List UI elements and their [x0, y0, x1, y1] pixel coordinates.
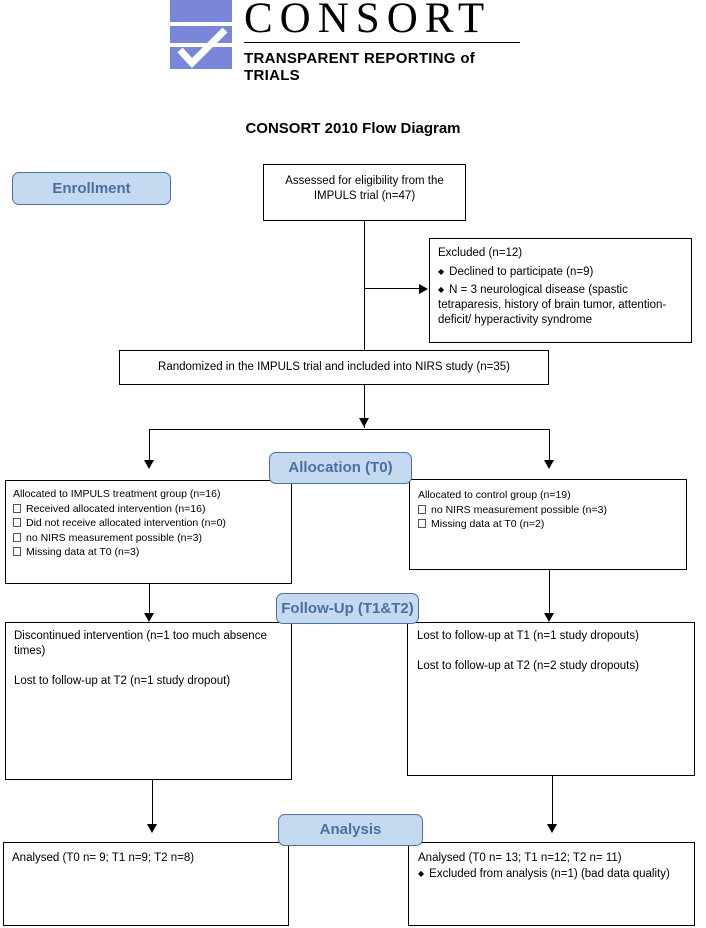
followup-left-box: Discontinued intervention (n=1 too much …	[5, 622, 292, 780]
connector-left-to-analysis	[152, 780, 153, 825]
connector-split-right	[549, 429, 550, 460]
arrow-split-right	[544, 460, 554, 469]
consort-logo-mark	[170, 0, 232, 69]
arrow-randomized-down	[359, 418, 369, 427]
stage-allocation: Allocation (T0)	[269, 452, 412, 484]
allocation-left-box: Allocated to IMPULS treatment group (n=1…	[5, 480, 292, 584]
allocation-right-item: no NIRS measurement possible (n=3)	[418, 503, 678, 518]
consort-logo: CONSORT TRANSPARENT REPORTING of TRIALS	[170, 0, 530, 84]
excluded-title: Excluded (n=12)	[438, 247, 523, 259]
connector-assessed-randomized	[364, 221, 365, 350]
followup-right-box: Lost to follow-up at T1 (n=1 study dropo…	[407, 622, 695, 776]
allocation-left-item: Missing data at T0 (n=3)	[13, 545, 284, 560]
followup-right-item: Lost to follow-up at T2 (n=2 study dropo…	[417, 660, 639, 672]
connector-left-to-followup	[149, 584, 150, 614]
logo-divider	[244, 42, 520, 43]
arrow-right-to-followup	[544, 613, 554, 622]
followup-left-item: Lost to follow-up at T2 (n=1 study dropo…	[14, 675, 231, 687]
diagram-title: CONSORT 2010 Flow Diagram	[245, 120, 461, 137]
allocation-left-item: Did not receive allocated intervention (…	[13, 516, 284, 531]
allocation-right-title: Allocated to control group (n=19)	[418, 489, 571, 501]
analysis-right-title: Analysed (T0 n= 13; T1 n=12; T2 n= 11)	[418, 852, 622, 864]
stage-enrollment: Enrollment	[12, 172, 171, 205]
logo-title: CONSORT	[244, 0, 492, 42]
randomized-box: Randomized in the IMPULS trial and inclu…	[119, 350, 549, 385]
connector-to-excluded	[364, 288, 420, 289]
analysis-left-box: Analysed (T0 n= 9; T1 n=9; T2 n=8)	[3, 842, 289, 926]
excluded-item: ◆N = 3 neurological disease (spastic tet…	[438, 284, 667, 326]
analysis-left-text: Analysed (T0 n= 9; T1 n=9; T2 n=8)	[12, 852, 195, 864]
stage-analysis: Analysis	[278, 814, 423, 846]
arrow-split-left	[144, 460, 154, 469]
arrow-right-to-analysis	[547, 824, 557, 833]
analysis-right-box: Analysed (T0 n= 13; T1 n=12; T2 n= 11) ◆…	[408, 842, 695, 926]
assessed-text: Assessed for eligibility from the IMPULS…	[285, 175, 444, 202]
excluded-item: ◆Declined to participate (n=9)	[438, 266, 594, 278]
analysis-right-item: ◆Excluded from analysis (n=1) (bad data …	[418, 868, 670, 880]
arrow-to-excluded	[419, 284, 428, 294]
connector-split-left	[149, 429, 150, 460]
connector-right-to-followup	[549, 570, 550, 614]
allocation-left-item: Received allocated intervention (n=16)	[13, 502, 284, 517]
allocation-left-title: Allocated to IMPULS treatment group (n=1…	[13, 488, 221, 500]
arrow-left-to-analysis	[147, 824, 157, 833]
followup-left-item: Discontinued intervention (n=1 too much …	[14, 630, 267, 657]
randomized-text: Randomized in the IMPULS trial and inclu…	[158, 361, 510, 373]
connector-randomized-down	[364, 385, 365, 428]
allocation-left-item: no NIRS measurement possible (n=3)	[13, 531, 284, 546]
logo-subtitle: TRANSPARENT REPORTING of TRIALS	[244, 50, 476, 84]
allocation-right-item: Missing data at T0 (n=2)	[418, 517, 678, 532]
stage-followup: Follow-Up (T1&T2)	[276, 593, 419, 624]
arrow-left-to-followup	[144, 613, 154, 622]
connector-right-to-analysis	[552, 776, 553, 825]
followup-right-item: Lost to follow-up at T1 (n=1 study dropo…	[417, 630, 639, 642]
assessed-box: Assessed for eligibility from the IMPULS…	[263, 164, 466, 221]
allocation-right-box: Allocated to control group (n=19) no NIR…	[409, 479, 687, 570]
excluded-box: Excluded (n=12) ◆Declined to participate…	[429, 238, 692, 343]
connector-split-horizontal	[149, 429, 550, 430]
